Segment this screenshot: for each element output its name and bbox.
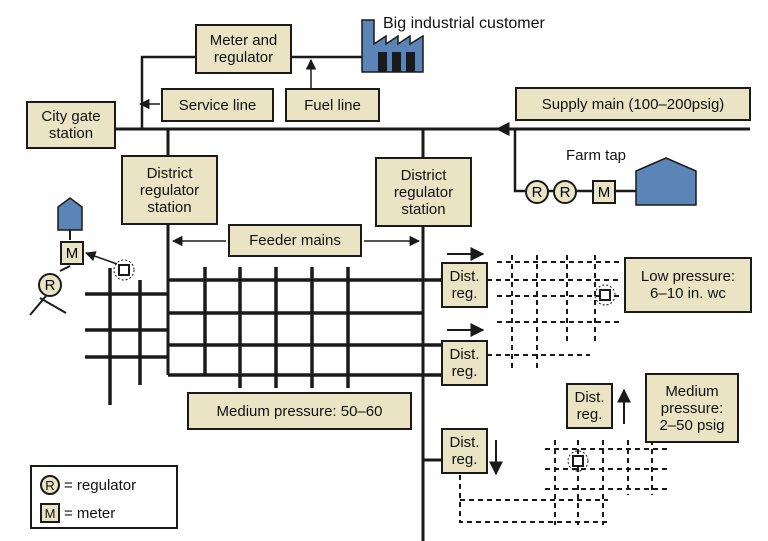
farm-house-icon: [635, 157, 697, 206]
service-line-box: Service line: [161, 88, 274, 122]
meter-symbol-left: M: [60, 241, 84, 265]
legend-regulator-text: = regulator: [64, 476, 137, 494]
city-gate-box: City gate station: [26, 101, 116, 149]
feeder-grid: [85, 267, 441, 405]
meter-symbol-farm: M: [592, 180, 616, 204]
legend-regulator-symbol: R: [40, 475, 60, 495]
legend: R = regulator M = meter: [30, 465, 178, 529]
regulator-symbol-left: R: [38, 273, 62, 297]
low-pressure-box: Low pressure: 6–10 in. wc: [624, 257, 752, 313]
farm-tap-label: Farm tap: [566, 147, 627, 164]
legend-meter-text: = meter: [64, 504, 116, 522]
left-house-icon: [57, 197, 83, 231]
dist-reg-box-4: Dist. reg.: [566, 383, 613, 429]
supply-main-box: Supply main (100–200psig): [515, 87, 751, 121]
dist-reg-box-2: Dist. reg.: [441, 340, 488, 386]
dist-reg-box-3: Dist. reg.: [441, 428, 488, 474]
district-regulator-right: District regulator station: [375, 157, 472, 227]
district-regulator-left: District regulator station: [121, 155, 218, 225]
medium-pressure-psig-box: Medium pressure: 2–50 psig: [645, 373, 739, 443]
dist-reg-box-1: Dist. reg.: [441, 262, 488, 308]
regulator-symbol-farm-2: R: [553, 180, 577, 204]
fuel-line-box: Fuel line: [285, 88, 380, 122]
legend-meter-symbol: M: [40, 503, 60, 523]
feeder-mains-box: Feeder mains: [228, 224, 362, 257]
regulator-symbol-farm-1: R: [525, 180, 549, 204]
low-pressure-grid: [487, 255, 620, 370]
meter-regulator-box: Meter and regulator: [195, 24, 292, 74]
medium-pressure-grid: [459, 440, 668, 525]
big-customer-label: Big industrial customer: [383, 15, 545, 32]
medium-pressure-box: Medium pressure: 50–60: [187, 392, 412, 430]
